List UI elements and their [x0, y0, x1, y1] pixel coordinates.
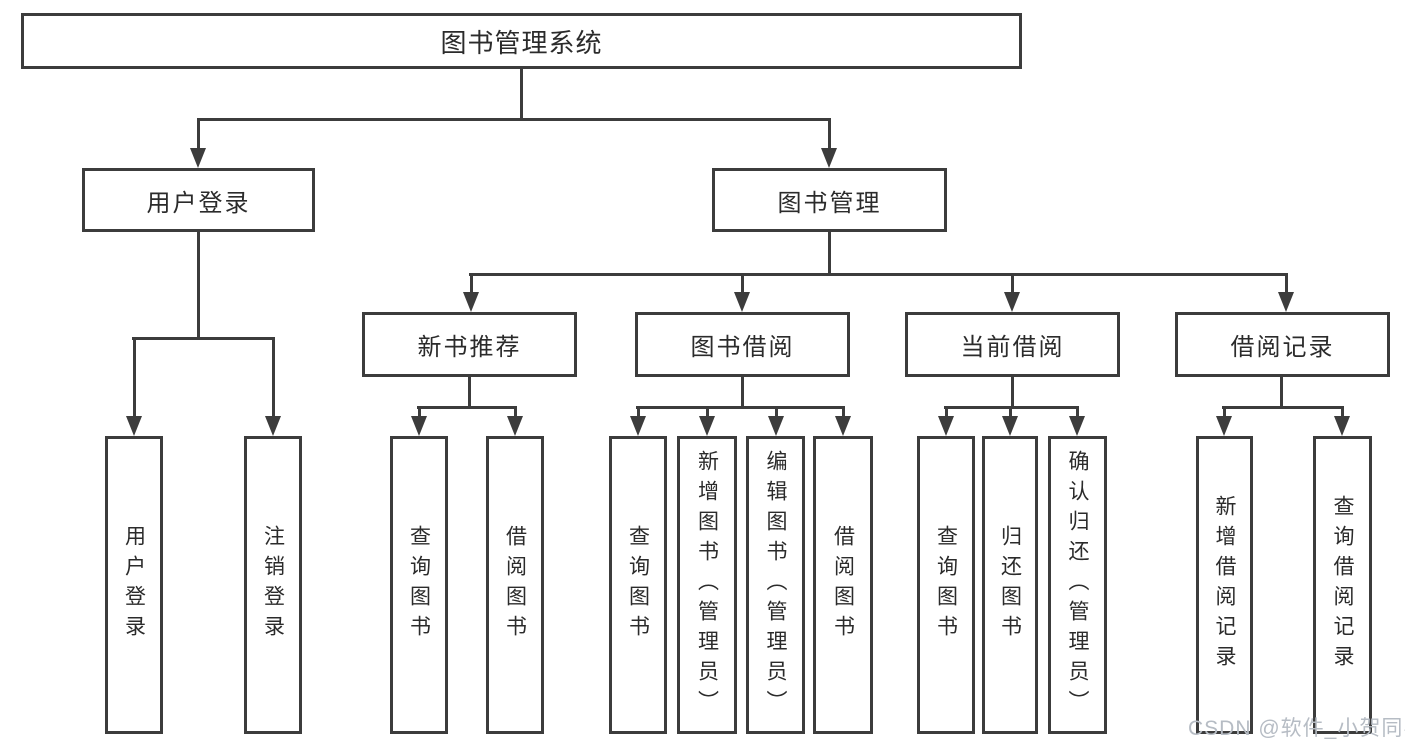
connector-newbook-rail	[417, 406, 517, 409]
connector-records-c2	[1341, 406, 1344, 418]
arrowhead-new-book	[463, 292, 479, 312]
connector-level3-rail	[469, 273, 1287, 276]
leaf-query-borrow-record: 查询借阅记录	[1313, 436, 1372, 734]
connector-borrow-record-drop	[1285, 273, 1288, 294]
arrowhead-borrow-add	[699, 416, 715, 436]
arrowhead-borrow-query	[630, 416, 646, 436]
leaf-add-book-admin: 新增图书（管理员）	[677, 436, 737, 734]
connector-current-stem	[1011, 377, 1014, 406]
leaf-user-login: 用户登录	[105, 436, 163, 734]
connector-user-branch-rail	[132, 337, 275, 340]
connector-root-stem	[520, 68, 523, 118]
connector-level2-rail	[197, 118, 831, 121]
connector-current-c2	[1009, 406, 1012, 418]
arrowhead-borrow-borrow	[835, 416, 851, 436]
leaf-borrow-books-recommend: 借阅图书	[486, 436, 544, 734]
connector-borrow-c3	[775, 406, 778, 418]
arrowhead-records-query	[1334, 416, 1350, 436]
node-new-book-recommend: 新书推荐	[362, 312, 577, 377]
leaf-borrow-books: 借阅图书	[813, 436, 873, 734]
arrowhead-current-confirm	[1069, 416, 1085, 436]
connector-records-stem	[1280, 377, 1283, 406]
arrowhead-book-borrow	[734, 292, 750, 312]
node-user-login: 用户登录	[82, 168, 315, 232]
arrowhead-borrow-record	[1278, 292, 1294, 312]
connector-new-book-drop	[470, 273, 473, 294]
arrowhead-current-borrow	[1004, 292, 1020, 312]
connector-borrow-c4	[842, 406, 845, 418]
arrowhead-leaf-logout	[265, 416, 281, 436]
connector-borrow-c1	[637, 406, 640, 418]
node-library-management-system: 图书管理系统	[21, 13, 1022, 69]
leaf-query-books-recommend: 查询图书	[390, 436, 448, 734]
arrowhead-records-add	[1216, 416, 1232, 436]
connector-current-c1	[945, 406, 948, 418]
connector-book-mgmt-drop	[828, 118, 831, 151]
connector-current-c3	[1076, 406, 1079, 418]
arrowhead-user-login	[190, 148, 206, 168]
connector-leaf-logout-drop	[272, 337, 275, 418]
connector-newbook-stem	[468, 377, 471, 406]
leaf-edit-book-admin: 编辑图书（管理员）	[746, 436, 805, 734]
arrowhead-newbook-query	[411, 416, 427, 436]
connector-user-login-drop	[197, 118, 200, 151]
arrowhead-newbook-borrow	[507, 416, 523, 436]
connector-leaf-login-drop	[133, 337, 136, 418]
leaf-query-books-borrow: 查询图书	[609, 436, 667, 734]
leaf-logout: 注销登录	[244, 436, 302, 734]
connector-current-borrow-drop	[1011, 273, 1014, 294]
connector-mgmt-stem	[828, 232, 831, 273]
connector-newbook-c1	[418, 406, 421, 418]
leaf-return-book: 归还图书	[982, 436, 1038, 734]
connector-borrow-c2	[706, 406, 709, 418]
leaf-add-borrow-record: 新增借阅记录	[1196, 436, 1253, 734]
arrowhead-book-mgmt	[821, 148, 837, 168]
connector-borrow-stem	[741, 377, 744, 406]
node-book-borrow: 图书借阅	[635, 312, 850, 377]
arrowhead-current-return	[1002, 416, 1018, 436]
arrowhead-borrow-edit	[768, 416, 784, 436]
connector-records-c1	[1223, 406, 1226, 418]
connector-borrow-rail	[636, 406, 845, 409]
arrowhead-leaf-login	[126, 416, 142, 436]
node-current-borrow: 当前借阅	[905, 312, 1120, 377]
connector-book-borrow-drop	[741, 273, 744, 294]
leaf-query-books-current: 查询图书	[917, 436, 975, 734]
arrowhead-current-query	[938, 416, 954, 436]
node-book-management: 图书管理	[712, 168, 947, 232]
connector-records-rail	[1222, 406, 1344, 409]
connector-user-branch-stem	[197, 232, 200, 337]
leaf-confirm-return-admin: 确认归还（管理员）	[1048, 436, 1107, 734]
node-borrow-records: 借阅记录	[1175, 312, 1390, 377]
connector-newbook-c2	[514, 406, 517, 418]
